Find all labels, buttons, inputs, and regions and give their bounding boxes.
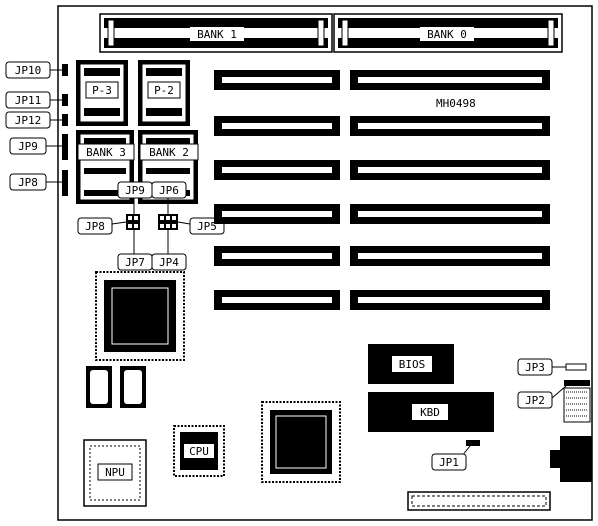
jp3-label: JP3 [525, 361, 545, 374]
jumper-jp3: JP3 [517, 358, 587, 376]
jumper-jp12: JP12 [5, 111, 68, 129]
jp4-label: JP4 [159, 256, 179, 269]
jumper-jp6: JP6 [151, 181, 187, 214]
bank-3-label: BANK 3 [86, 146, 126, 159]
kbd-chip: KBD [368, 392, 494, 432]
bank-2-label: BANK 2 [149, 146, 189, 159]
bank-1-label: BANK 1 [197, 28, 237, 41]
kbd-label: KBD [420, 406, 440, 419]
jumper-jp10: JP10 [5, 61, 68, 79]
jp8-mid-label: JP8 [85, 220, 105, 233]
jp9-left-label: JP9 [18, 140, 38, 153]
jumper-jp8-left: JP8 [9, 170, 68, 196]
jumper-jp4: JP4 [151, 230, 187, 271]
jumper-jp7: JP7 [117, 230, 153, 271]
jp1-label: JP1 [439, 456, 459, 469]
jumper-jp2: JP2 [517, 380, 590, 409]
jp2-label: JP2 [525, 394, 545, 407]
npu-socket: NPU [83, 439, 147, 507]
sip-bank-3: BANK 3 [76, 130, 135, 204]
jp6-label: JP6 [159, 184, 179, 197]
jp11-label: JP11 [15, 94, 42, 107]
jumper-jp9-mid: JP9 [117, 181, 153, 214]
cache-p2-label: P-2 [154, 84, 174, 97]
oscillator-left [86, 366, 112, 408]
bank-0-label: BANK 0 [427, 28, 467, 41]
jp7-label: JP7 [125, 256, 145, 269]
battery [563, 387, 591, 423]
chipset-plcc-lower [261, 401, 341, 483]
chipset-plcc-upper [95, 271, 185, 361]
jumper-jp8-mid: JP8 [77, 217, 127, 235]
jp5-label: JP5 [197, 220, 217, 233]
power-connector [407, 491, 551, 511]
jp8-left-label: JP8 [18, 176, 38, 189]
cpu-chip: CPU [173, 425, 225, 477]
simm-bank-1: BANK 1 [99, 13, 333, 53]
jp9-mid-label: JP9 [125, 184, 145, 197]
keyboard-connector [550, 436, 592, 482]
cpu-label: CPU [189, 445, 209, 458]
bios-chip: BIOS [368, 344, 454, 384]
simm-bank-0: BANK 0 [333, 13, 563, 53]
bios-label: BIOS [399, 358, 426, 371]
cache-module-p3: P-3 [76, 60, 128, 126]
cache-p3-label: P-3 [92, 84, 112, 97]
jumper-cluster [126, 214, 178, 230]
npu-label: NPU [105, 466, 125, 479]
jumper-jp9-left: JP9 [9, 134, 68, 160]
jp10-label: JP10 [15, 64, 42, 77]
board-id-label: MH0498 [436, 97, 476, 110]
jumper-jp11: JP11 [5, 91, 68, 109]
expansion-slots [214, 70, 550, 310]
jp12-label: JP12 [15, 114, 42, 127]
cache-module-p2: P-2 [138, 60, 190, 126]
jumper-jp1: JP1 [431, 440, 480, 471]
oscillator-right [120, 366, 146, 408]
